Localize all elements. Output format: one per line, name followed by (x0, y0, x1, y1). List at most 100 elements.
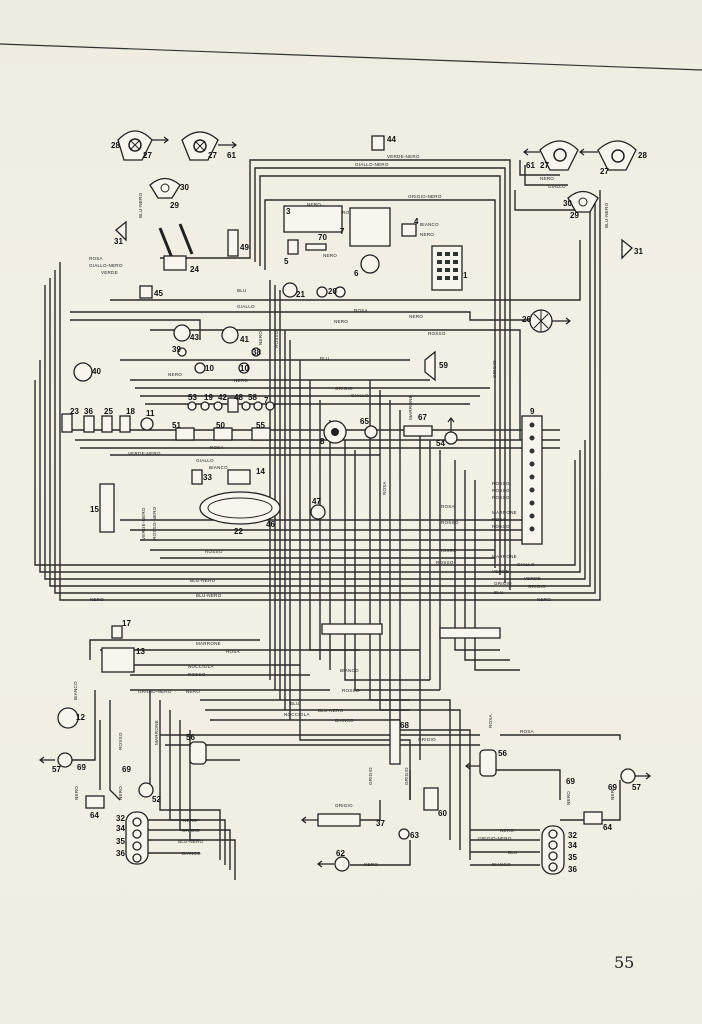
wire-label: NOCCIOLA (188, 664, 214, 669)
wire-label: NERO (540, 176, 554, 181)
wire-label: GIALLO (548, 184, 566, 189)
component-number: 29 (170, 201, 179, 210)
relay-icon (83, 415, 95, 433)
wire-label: GRIGIO (335, 803, 353, 808)
component-number: 9 (530, 407, 535, 416)
component-number: 27 (208, 151, 217, 160)
lamp-icon (57, 752, 73, 768)
wire-label: NERO (258, 331, 263, 345)
multi-connector (439, 627, 501, 639)
lamp-icon (479, 749, 497, 777)
switch-icon (213, 427, 233, 441)
wire-label: NERO (90, 597, 104, 602)
lamp-icon (444, 431, 458, 445)
repeater-icon (115, 220, 127, 242)
wire-label: BLU (237, 288, 247, 293)
relay-icon (227, 469, 251, 485)
gauge-icon (364, 425, 378, 439)
wire-label: ROSA (441, 504, 456, 509)
wire-label: ROSSO (205, 549, 223, 554)
horn-icon (424, 350, 436, 382)
plate-lamp-icon (317, 813, 361, 827)
component-number: 14 (256, 467, 265, 476)
component-number: 18 (126, 407, 135, 416)
wire-label: VERDE-NERO (141, 507, 146, 540)
component-number: 41 (240, 335, 249, 344)
component-number: 60 (438, 809, 447, 818)
wire-label: ROSSO (342, 688, 360, 693)
wire-label: BIANCO (420, 222, 439, 227)
component-number: 70 (318, 233, 327, 242)
wire-label: NERO (186, 689, 200, 694)
component-number: 30 (180, 183, 189, 192)
component-number: 42 (218, 393, 227, 402)
connector-icon (403, 425, 433, 437)
fuse-grid (437, 252, 458, 280)
component-number: 7 (340, 227, 345, 236)
component-number: 24 (190, 265, 199, 274)
wire-label: ROSSO (441, 520, 459, 525)
coil-icon (287, 239, 299, 255)
wire-label: GRIGIO (368, 767, 373, 785)
wire-label: MARRONE (492, 554, 517, 559)
headlamp-icon (597, 140, 637, 171)
component-number: 61 (526, 161, 535, 170)
component-number: 32 (116, 814, 125, 823)
gauge-icon (282, 282, 298, 298)
component-number: 36 (568, 865, 577, 874)
component-number: 10 (205, 364, 214, 373)
component-numbers: 28 27 27 61 44 61 27 27 28 30 29 30 29 3… (52, 135, 647, 874)
lamp-icon (583, 811, 603, 825)
wire-label: ROSSO (188, 672, 206, 677)
connector-block (99, 483, 115, 533)
component-number: 38 (252, 348, 261, 357)
wire-label: BLU-NERO (190, 578, 216, 583)
harness-wires (34, 159, 621, 880)
wire-label: BIANCO (182, 851, 201, 856)
wire-label: NERO (610, 786, 615, 800)
wire-label: GRIGIO-NERO (408, 194, 442, 199)
wire-label: GRIGIO (494, 581, 512, 586)
multi-connector (321, 623, 383, 635)
wire-label: MARRONE (492, 510, 517, 515)
relay-icon (101, 415, 113, 433)
wire-label: BIANCO (335, 718, 354, 723)
lamp-icon (398, 828, 410, 840)
component-number: 29 (570, 211, 579, 220)
wire-label: ROSA (492, 517, 507, 522)
wire-label: BLU (508, 850, 518, 855)
component-number: 50 (216, 421, 225, 430)
lamp-icon (334, 286, 346, 298)
wire-label: VERDE-NERO (387, 154, 420, 159)
wire-label: NERO (118, 786, 123, 800)
relay-box (101, 647, 135, 673)
component-number: 1 (463, 271, 468, 280)
repeater-icon (621, 238, 633, 260)
wire-label: NERO (168, 372, 182, 377)
component-number: 69 (122, 765, 131, 774)
wire-label: BLU-NERO (138, 192, 143, 218)
top-rule (0, 43, 702, 71)
component-number: 35 (568, 853, 577, 862)
component-number: 46 (266, 520, 275, 529)
relay-icon (191, 469, 203, 485)
component-number: 43 (190, 333, 199, 342)
component-number: 69 (566, 777, 575, 786)
component-number: 62 (336, 849, 345, 858)
component-number: 51 (172, 421, 181, 430)
wire-label: NERO (537, 597, 551, 602)
component-number: 34 (568, 841, 577, 850)
component-number: 36 (116, 849, 125, 858)
wire-label: VERDE (492, 569, 509, 574)
wire-label: NERO (334, 319, 348, 324)
component-number: 40 (92, 367, 101, 376)
rear-lamp-cluster (541, 825, 565, 875)
relay-icon (119, 415, 131, 433)
gauge-icon (57, 707, 79, 729)
component-number: 32 (568, 831, 577, 840)
wire-label: NERO (364, 862, 378, 867)
component-number: 22 (234, 527, 243, 536)
component-number: 67 (418, 413, 427, 422)
warning-lights (177, 347, 275, 413)
